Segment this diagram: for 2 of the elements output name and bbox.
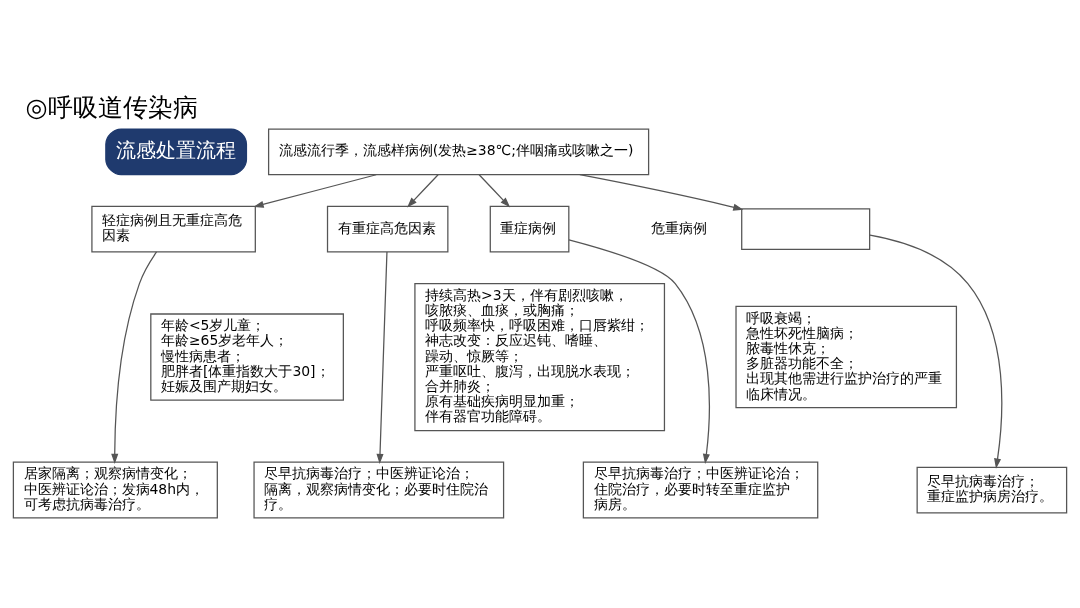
diagram-title: ◎呼吸道传染病 <box>25 91 198 122</box>
node-label: 危重病例 <box>651 219 708 236</box>
